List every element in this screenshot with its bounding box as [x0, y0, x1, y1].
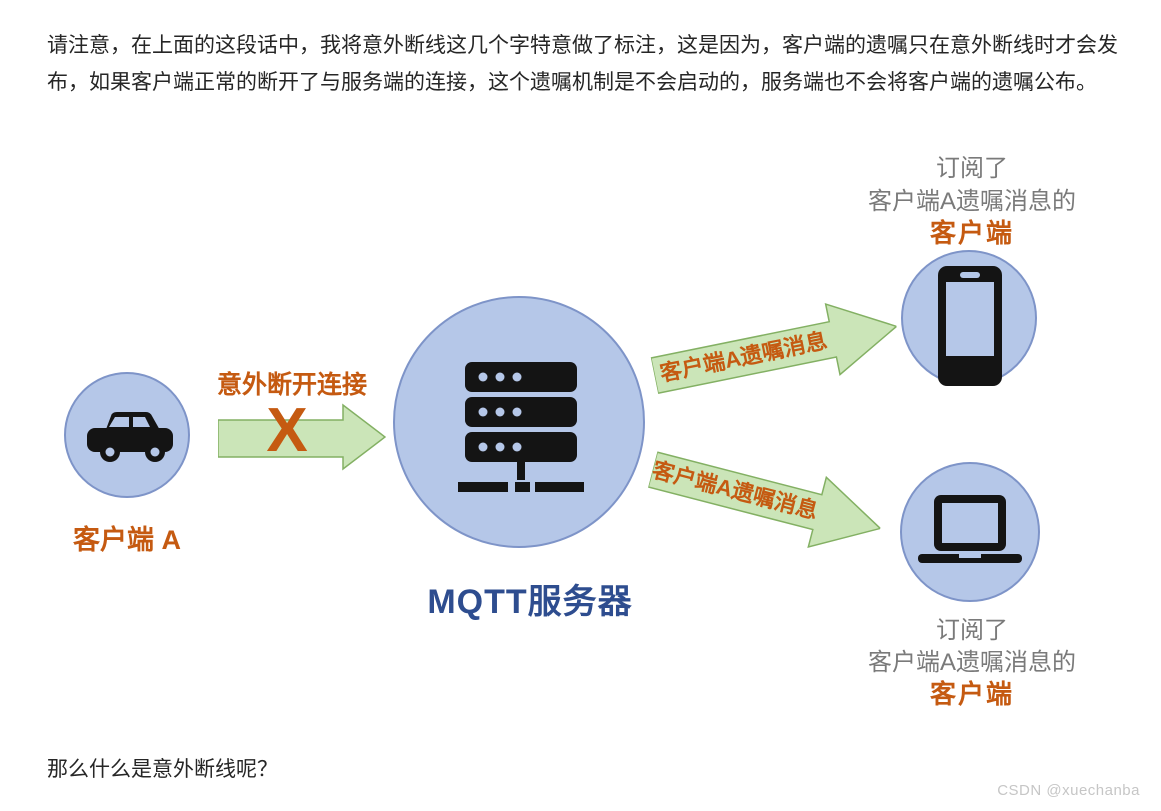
server-icon [458, 362, 584, 492]
subscriber-top-caption-line1: 订阅了 [936, 155, 1008, 182]
csdn-watermark: CSDN @xuechanba [997, 782, 1140, 799]
smartphone-icon [938, 266, 1002, 386]
paragraph-bottom: 那么什么是意外断线呢？ [47, 757, 278, 781]
subscriber-top-caption-line3: 客户端 [929, 218, 1014, 248]
mqtt-server-label: MQTT服务器 [427, 583, 633, 621]
subscriber-bottom-caption-line2: 客户端A遗嘱消息的 [867, 649, 1076, 676]
client-a-label: 客户端 A [73, 525, 181, 555]
laptop-icon [918, 495, 1022, 563]
paragraph-top-line1: 请注意，在上面的这段话中，我将意外断线这几个字特意做了标注，这是因为，客户端的遗… [47, 33, 1118, 57]
paragraph-top-line2: 布，如果客户端正常的断开了与服务端的连接，这个遗嘱机制是不会启动的，服务端也不会… [47, 70, 1097, 94]
disconnect-x-mark: X [266, 396, 308, 465]
subscriber-bottom-caption-line1: 订阅了 [936, 617, 1008, 644]
will-message-arrow-top: 客户端A遗嘱消息 [647, 289, 904, 413]
subscriber-bottom-caption-line3: 客户端 [929, 679, 1014, 709]
car-icon [87, 412, 173, 462]
right-arrow-icon [218, 403, 386, 471]
subscriber-top-caption-line2: 客户端A遗嘱消息的 [867, 188, 1076, 215]
right-arrow-icon [650, 302, 899, 395]
right-arrow-icon [647, 451, 882, 549]
disconnect-label: 意外断开连接 [216, 371, 367, 399]
will-message-arrow-bottom: 客户端A遗嘱消息 [643, 433, 890, 565]
